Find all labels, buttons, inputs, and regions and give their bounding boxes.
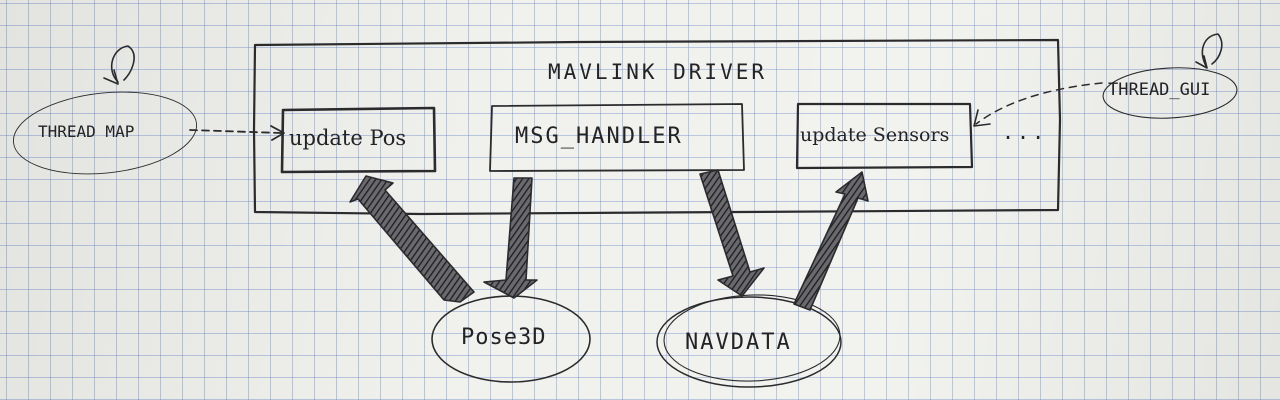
thread-gui-dashed-arrow xyxy=(975,82,1103,125)
mavlink-driver-title: MAVLink Driver xyxy=(548,60,768,84)
thread-gui-loop-arrow xyxy=(1201,33,1223,67)
msg-handler-box xyxy=(489,103,745,172)
thread-map-loop-arrowhead xyxy=(103,69,119,85)
msg-handler-label: MSG_HANDLER xyxy=(515,124,683,149)
thread-map-dashed-arrow xyxy=(189,129,283,134)
navdata-label: NavData xyxy=(685,330,792,355)
update-pos-box xyxy=(280,106,437,174)
thread-gui-ellipse xyxy=(1102,67,1238,119)
ellipsis-more-components: ... xyxy=(1002,120,1048,144)
update-pos-label: update Pos xyxy=(289,126,407,150)
pose3d-to-update-pos-arrow xyxy=(349,175,475,303)
navdata-to-update-sensors-arrow xyxy=(793,171,869,311)
thread-gui-loop-arrowhead xyxy=(1195,55,1208,69)
pose3d-label: Pose3D xyxy=(461,325,547,350)
thread-map-ellipse xyxy=(12,91,198,175)
navdata-ellipse-overdraw xyxy=(663,294,841,382)
navdata-ellipse xyxy=(656,296,842,388)
thread-gui-label: Thread_GUI xyxy=(1108,80,1211,100)
thread-map-dashed-arrowhead xyxy=(270,125,285,141)
msg-handler-to-navdata-arrow xyxy=(699,169,765,297)
thread-gui-dashed-arrowhead xyxy=(973,109,991,127)
thread-map-loop-arrow xyxy=(110,45,135,83)
thread-map-label: Thread MAP xyxy=(38,122,135,141)
update-sensors-box xyxy=(795,102,974,170)
msg-handler-to-pose3d-arrow xyxy=(483,177,538,299)
mavlink-driver-box xyxy=(252,38,1062,216)
update-sensors-label: update Sensors xyxy=(800,124,950,146)
